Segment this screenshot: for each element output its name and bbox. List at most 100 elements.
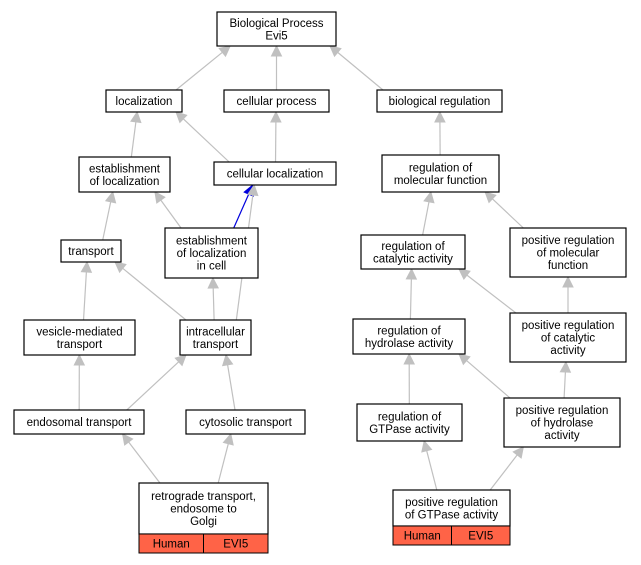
edge-cellular-process-to-root bbox=[270, 44, 283, 90]
edge-arrowhead bbox=[421, 439, 433, 453]
edge-regulation-of-molecular-function-to-biological-regulation bbox=[434, 110, 446, 156]
node-label-line: localization bbox=[116, 96, 173, 108]
edge-arrowhead bbox=[175, 111, 188, 124]
leaf-tag-cell bbox=[451, 525, 511, 546]
node-box bbox=[23, 319, 136, 356]
node-label-line: endosomal transport bbox=[27, 417, 133, 429]
edge-regulation-of-hydrolase-activity-to-regulation-of-catalytic-activity bbox=[405, 267, 418, 320]
edge-intracellular-transport-to-transport bbox=[114, 261, 187, 321]
edge-localization-to-root bbox=[175, 45, 231, 91]
edge-arrowhead bbox=[247, 183, 259, 197]
edge-retrograde-transport-to-cytosolic-transport bbox=[217, 432, 234, 484]
node-label-line: in cell bbox=[197, 261, 226, 273]
node-box bbox=[179, 319, 252, 356]
node-label-line: molecular function bbox=[394, 175, 487, 187]
leaf-tag-human: Human bbox=[404, 531, 441, 543]
node-label-line: intracellular bbox=[186, 326, 245, 338]
node-box bbox=[509, 312, 627, 363]
node-label-line: positive regulation bbox=[516, 405, 609, 417]
node-label-line: cellular localization bbox=[227, 169, 324, 181]
edge-positive-regulation-of-catalytic-activity-to-regulation-of-catalytic-activity bbox=[458, 268, 517, 314]
edge-line bbox=[227, 364, 236, 411]
node-box bbox=[216, 11, 337, 47]
node-label-line: of molecular bbox=[537, 248, 600, 260]
node-label-line: positive regulation bbox=[405, 497, 498, 509]
edge-line bbox=[212, 287, 215, 321]
node-label-line: cytosolic transport bbox=[199, 417, 292, 429]
edge-arrowhead bbox=[270, 110, 282, 123]
node-box bbox=[509, 227, 627, 278]
edge-arrowhead bbox=[405, 267, 418, 280]
edge-endosomal-transport-to-vesicle-mediated-transport bbox=[73, 353, 86, 411]
node-box bbox=[223, 89, 330, 113]
edge-layer bbox=[73, 44, 574, 491]
node-label-line: transport bbox=[68, 246, 114, 258]
edge-positive-regulation-of-gtpase-activity-to-positive-regulation-of-hydrolase-activity bbox=[489, 446, 525, 491]
edge-line bbox=[466, 360, 511, 399]
node-label-line: transport bbox=[57, 339, 103, 351]
edge-arrowhead bbox=[562, 275, 574, 288]
node-label-line: establishment bbox=[176, 236, 248, 248]
edge-line bbox=[426, 450, 438, 491]
node-retrograde-transport: retrograde transport,endosome toGolgiHum… bbox=[138, 482, 269, 554]
edge-arrowhead bbox=[80, 260, 93, 273]
edge-line bbox=[122, 267, 187, 321]
edge-establishment-of-localization-to-localization bbox=[130, 110, 142, 158]
edge-arrowhead bbox=[270, 44, 283, 57]
node-cellular-localization: cellular localization bbox=[213, 161, 337, 186]
edge-line bbox=[422, 201, 430, 236]
node-transport: transport bbox=[60, 239, 122, 263]
edge-arrowhead bbox=[484, 191, 497, 204]
edge-arrowhead bbox=[222, 432, 234, 446]
edge-arrowhead bbox=[221, 353, 234, 367]
node-biological-regulation: biological regulation bbox=[376, 89, 503, 113]
node-label-line: catalytic activity bbox=[373, 253, 453, 265]
edge-cytosolic-transport-to-intracellular-transport bbox=[221, 353, 236, 411]
edge-arrowhead bbox=[114, 261, 127, 274]
leaf-tag-cell bbox=[203, 533, 269, 554]
node-label-line: positive regulation bbox=[522, 320, 615, 332]
edge-arrowhead bbox=[434, 110, 446, 123]
edge-line bbox=[217, 443, 229, 484]
node-label-line: GTPase activity bbox=[369, 424, 450, 436]
leaf-tag-human: Human bbox=[153, 539, 190, 551]
node-label-line: activity bbox=[544, 430, 579, 442]
node-label-line: biological regulation bbox=[389, 96, 491, 108]
edge-arrowhead bbox=[423, 190, 435, 204]
node-label-line: positive regulation bbox=[522, 235, 615, 247]
leaf-tag-evi5: EVI5 bbox=[223, 539, 248, 551]
node-box bbox=[381, 154, 500, 193]
edge-arrowhead bbox=[403, 352, 416, 365]
node-box bbox=[352, 318, 466, 355]
edge-vesicle-mediated-transport-to-transport bbox=[80, 260, 93, 321]
node-box bbox=[78, 156, 171, 193]
edge-arrowhead bbox=[73, 353, 86, 366]
node-label-line: establishment bbox=[89, 163, 161, 175]
edge-positive-regulation-of-gtpase-activity-to-regulation-of-gtpase-activity bbox=[421, 439, 438, 491]
node-box bbox=[185, 409, 306, 435]
node-box bbox=[376, 89, 503, 113]
node-label-line: cellular process bbox=[237, 96, 317, 108]
node-box bbox=[360, 234, 466, 270]
edge-arrowhead bbox=[104, 190, 117, 204]
node-label-line: regulation of bbox=[409, 162, 473, 174]
edge-arrowhead bbox=[207, 276, 220, 289]
edge-line bbox=[182, 118, 230, 163]
edge-line bbox=[466, 274, 517, 314]
node-label-line: vesicle-mediated bbox=[36, 326, 122, 338]
node-label-line: retrograde transport, bbox=[151, 491, 256, 503]
node-label-line: of hydrolase bbox=[531, 418, 594, 430]
edge-establishment-of-localization-in-cell-to-establishment-of-localization bbox=[154, 191, 182, 229]
node-label-line: of localization bbox=[90, 176, 160, 188]
edge-line bbox=[175, 51, 223, 91]
edge-line bbox=[130, 121, 137, 158]
